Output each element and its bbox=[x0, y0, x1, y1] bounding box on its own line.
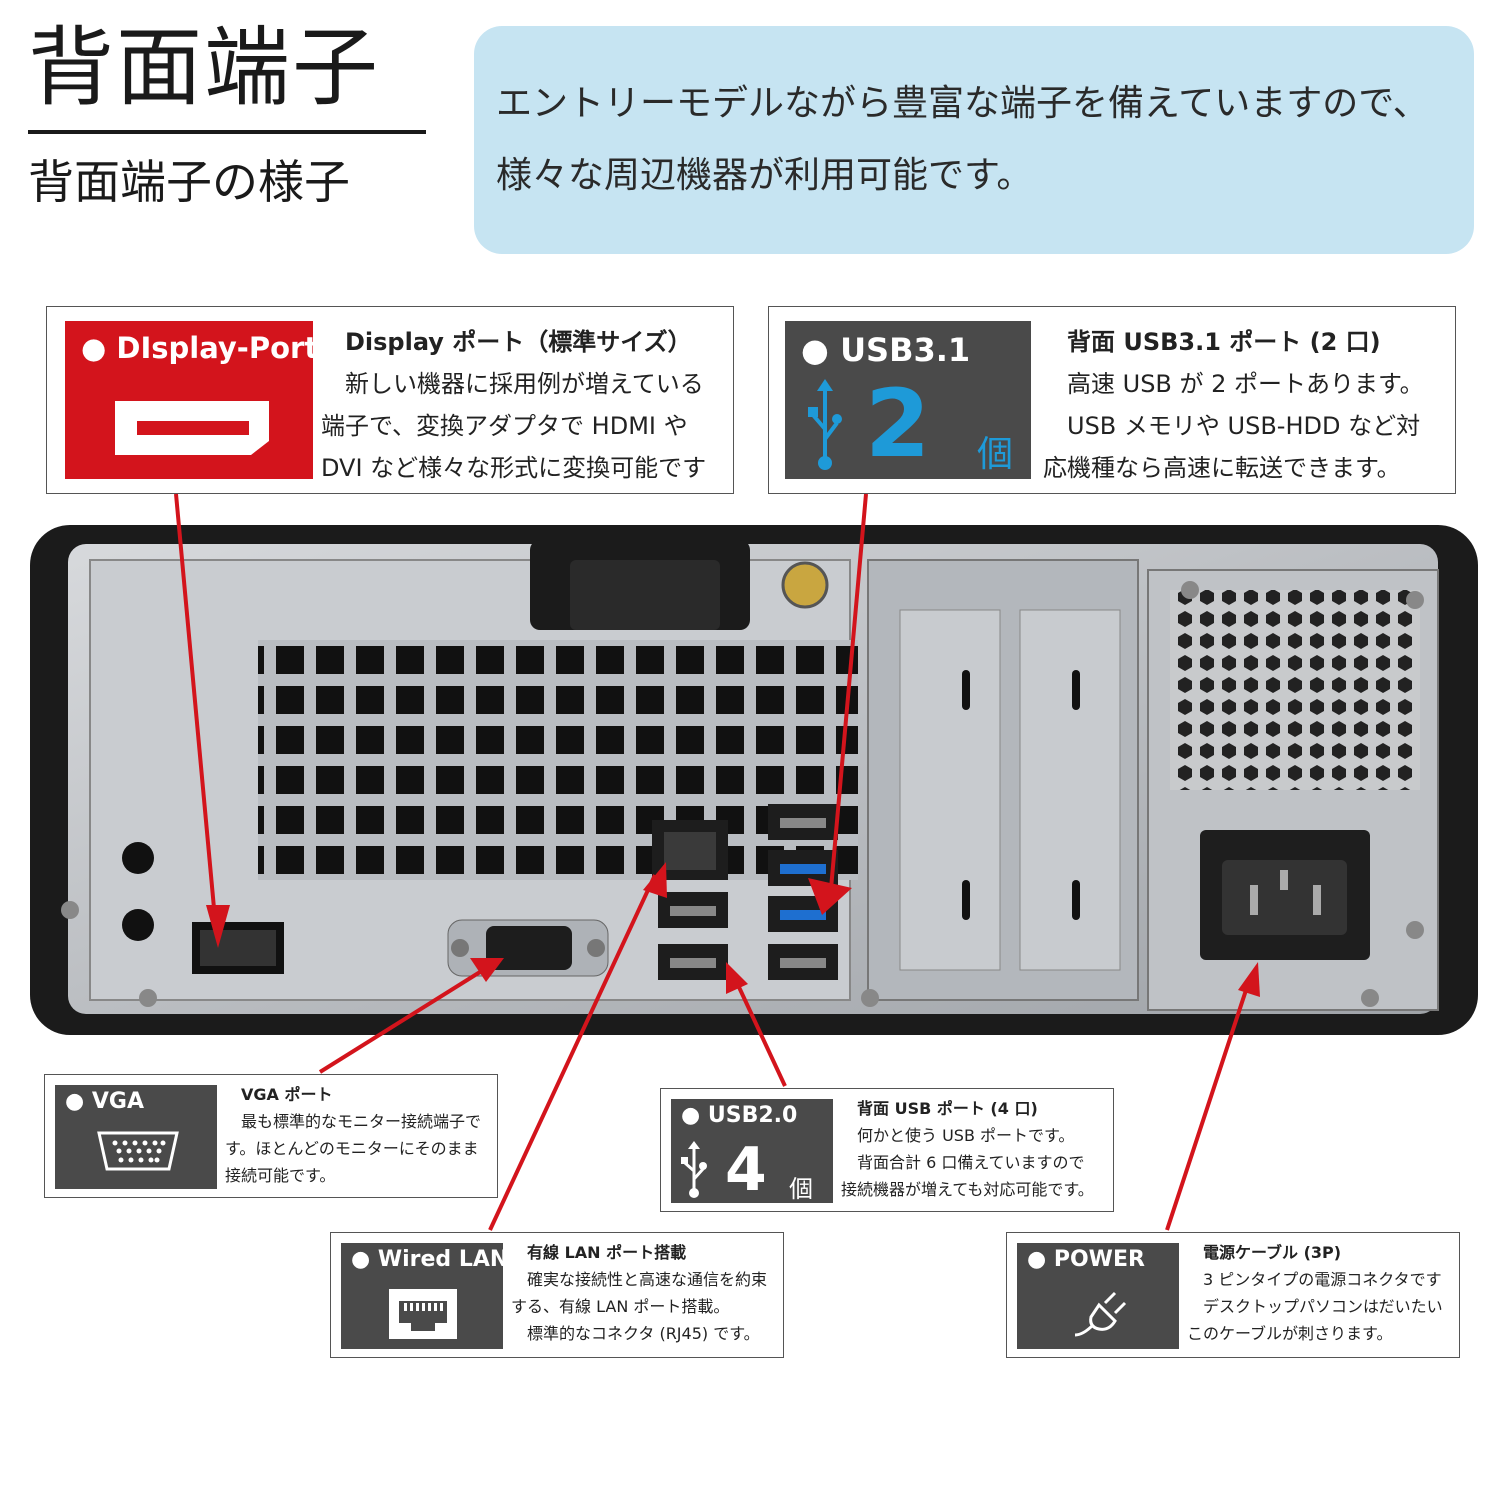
usb31-badge-label: ● USB3.1 bbox=[801, 331, 971, 369]
power-title: 電源ケーブル (3P) bbox=[1203, 1243, 1342, 1262]
usb31-line-3: 応機種なら高速に転送できます。 bbox=[1043, 454, 1401, 482]
callout-displayport: ● DIsplay-Port Display ポート（標準サイズ） 新しい機器に… bbox=[46, 306, 734, 494]
displayport-line-3: DVI など様々な形式に変換可能です bbox=[321, 454, 707, 482]
page-title: 背面端子 bbox=[28, 18, 380, 118]
callout-usb31: ● USB3.1 2 個 背面 USB3.1 ポート (2 口) 高速 USB … bbox=[768, 306, 1456, 494]
lan-badge-label: ● Wired LAN bbox=[351, 1247, 509, 1272]
callout-vga: ● VGA VGA ポート 最も標準的なモニター接続端子で す。ほとんどのモニタ… bbox=[44, 1074, 498, 1198]
usb20-count: 4 bbox=[725, 1135, 767, 1205]
vga-title: VGA ポート bbox=[241, 1085, 333, 1104]
lan-line-3: 標準的なコネクタ (RJ45) です。 bbox=[511, 1324, 760, 1343]
vga-line-1: 最も標準的なモニター接続端子で bbox=[225, 1112, 482, 1131]
vga-badge: ● VGA bbox=[55, 1085, 217, 1189]
page-subtitle: 背面端子の様子 bbox=[28, 155, 350, 209]
title-underline bbox=[28, 130, 426, 134]
lan-text: 有線 LAN ポート搭載 確実な接続性と高速な通信を約束 する、有線 LAN ポ… bbox=[511, 1239, 767, 1347]
usb-icon bbox=[808, 379, 842, 470]
usb20-line-2: 背面合計 6 口備えていますので bbox=[841, 1153, 1085, 1172]
intro-box: エントリーモデルながら豊富な端子を備えていますので、 様々な周辺機器が利用可能で… bbox=[474, 26, 1474, 254]
ethernet-port-icon bbox=[389, 1289, 457, 1339]
usb31-line-2: USB メモリや USB-HDD など対 bbox=[1043, 412, 1421, 440]
callout-usb20: ● USB2.0 4 個 背面 USB ポート (4 口) 何かと使う USB … bbox=[660, 1088, 1114, 1212]
usb31-text: 背面 USB3.1 ポート (2 口) 高速 USB が 2 ポートあります。 … bbox=[1043, 321, 1424, 489]
usb20-text: 背面 USB ポート (4 口) 何かと使う USB ポートです。 背面合計 6… bbox=[841, 1095, 1094, 1203]
power-badge-label: ● POWER bbox=[1027, 1247, 1145, 1272]
intro-line-2: 様々な周辺機器が利用可能です。 bbox=[496, 155, 1033, 196]
usb20-title: 背面 USB ポート (4 口) bbox=[857, 1099, 1038, 1118]
vga-line-2: す。ほとんどのモニターにそのまま bbox=[225, 1139, 479, 1158]
usb20-count-unit: 個 bbox=[789, 1175, 813, 1203]
displayport-title: Display ポート（標準サイズ） bbox=[345, 328, 692, 356]
usb31-title: 背面 USB3.1 ポート (2 口) bbox=[1067, 328, 1381, 356]
displayport-line-1: 新しい機器に採用例が増えている bbox=[321, 370, 704, 398]
usb31-line-1: 高速 USB が 2 ポートあります。 bbox=[1043, 370, 1424, 398]
power-text: 電源ケーブル (3P) 3 ピンタイプの電源コネクタです デスクトップパソコンは… bbox=[1187, 1239, 1443, 1347]
displayport-icon bbox=[115, 401, 269, 455]
usb20-line-3: 接続機器が増えても対応可能です。 bbox=[841, 1180, 1094, 1199]
callout-wired-lan: ● Wired LAN 有線 LAN ポート搭載 確実な接続性と高速な通信を約束… bbox=[330, 1232, 784, 1358]
vga-text: VGA ポート 最も標準的なモニター接続端子で す。ほとんどのモニターにそのまま… bbox=[225, 1081, 481, 1189]
displayport-line-2: 端子で、変換アダプタで HDMI や bbox=[321, 412, 688, 440]
power-badge: ● POWER bbox=[1017, 1243, 1179, 1349]
displayport-badge: ● DIsplay-Port bbox=[65, 321, 318, 479]
displayport-text: Display ポート（標準サイズ） 新しい機器に採用例が増えている 端子で、変… bbox=[321, 321, 706, 489]
lan-badge: ● Wired LAN bbox=[341, 1243, 508, 1349]
intro-line-1: エントリーモデルながら豊富な端子を備えていますので、 bbox=[496, 83, 1429, 124]
usb20-badge-label: ● USB2.0 bbox=[681, 1103, 798, 1128]
pc-rear-panel-image bbox=[30, 525, 1478, 1035]
lan-title: 有線 LAN ポート搭載 bbox=[527, 1243, 687, 1262]
usb31-badge: ● USB3.1 2 個 bbox=[785, 321, 1031, 479]
usb31-count-unit: 個 bbox=[977, 434, 1014, 475]
displayport-badge-label: ● DIsplay-Port bbox=[81, 331, 319, 365]
power-line-3: このケーブルが刺さります。 bbox=[1187, 1324, 1393, 1343]
lan-line-1: 確実な接続性と高速な通信を約束 bbox=[511, 1270, 768, 1289]
vga-icon bbox=[97, 1131, 179, 1171]
usb20-line-1: 何かと使う USB ポートです。 bbox=[841, 1126, 1075, 1145]
callout-power: ● POWER 電源ケーブル (3P) 3 ピンタイプの電源コネクタです デスク… bbox=[1006, 1232, 1460, 1358]
vga-badge-label: ● VGA bbox=[65, 1089, 144, 1114]
power-line-2: デスクトップパソコンはだいたい bbox=[1187, 1297, 1443, 1316]
usb31-count: 2 bbox=[865, 370, 931, 479]
power-line-1: 3 ピンタイプの電源コネクタです bbox=[1187, 1270, 1442, 1289]
vga-line-3: 接続可能です。 bbox=[225, 1166, 336, 1185]
lan-line-2: する、有線 LAN ポート搭載。 bbox=[511, 1297, 730, 1316]
usb20-badge: ● USB2.0 4 個 bbox=[671, 1099, 833, 1203]
power-plug-icon bbox=[1074, 1291, 1127, 1337]
usb-icon bbox=[681, 1141, 707, 1198]
